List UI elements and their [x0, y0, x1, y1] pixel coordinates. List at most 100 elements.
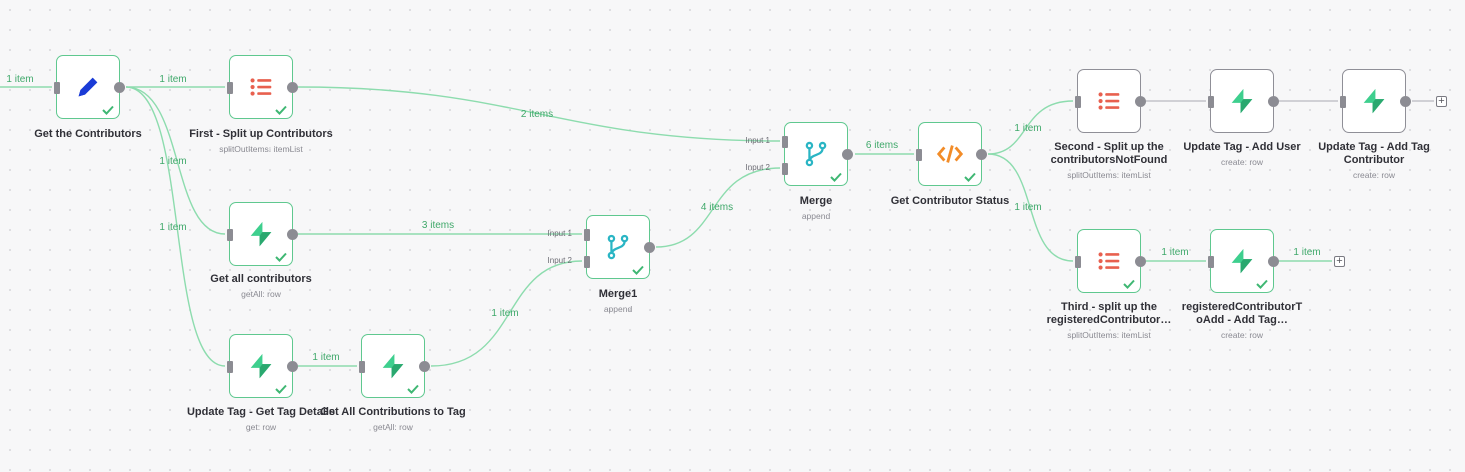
input-handle[interactable]	[1075, 256, 1081, 268]
success-check-icon	[407, 384, 419, 394]
merge1-input-2-label: Input 2	[547, 256, 572, 265]
edge-label-merge1-merge: 4 items	[700, 202, 734, 213]
input-handle[interactable]	[1075, 96, 1081, 108]
node-title: Get the Contributors	[34, 128, 142, 140]
list-icon	[246, 72, 276, 102]
output-handle[interactable]	[976, 149, 987, 160]
node-label-get-contributors: Get the Contributors	[13, 128, 163, 141]
supabase-icon	[246, 219, 276, 249]
output-handle[interactable]	[1135, 96, 1146, 107]
node-subtitle: splitOutItems: itemList	[1067, 330, 1151, 340]
node-subtitle: splitOutItems: itemList	[1067, 170, 1151, 180]
edge-label-registered-out: 1 item	[1293, 247, 1321, 258]
output-handle[interactable]	[1400, 96, 1411, 107]
merge-input-1-label: Input 1	[745, 136, 770, 145]
node-title: Second - Split up the contributorsNotFou…	[1050, 141, 1168, 166]
merge-icon	[801, 139, 831, 169]
success-check-icon	[1123, 279, 1135, 289]
node-title: Get All Contributions to Tag	[320, 406, 466, 418]
input-handle[interactable]	[1208, 256, 1214, 268]
node-get-all-contributions[interactable]	[359, 334, 430, 398]
input-handle[interactable]	[359, 361, 365, 373]
success-check-icon	[102, 105, 114, 115]
node-update-tag-add-contributor[interactable]	[1340, 69, 1411, 133]
output-handle[interactable]	[1268, 96, 1279, 107]
node-update-tag-get[interactable]	[227, 334, 298, 398]
merge1-input-1-label: Input 1	[547, 229, 572, 238]
list-icon	[1094, 246, 1124, 276]
node-third-split[interactable]	[1075, 229, 1146, 293]
output-handle[interactable]	[287, 82, 298, 93]
output-handle[interactable]	[287, 229, 298, 240]
success-check-icon	[964, 172, 976, 182]
node-subtitle: create: row	[1220, 330, 1264, 340]
input-handle[interactable]	[54, 82, 60, 94]
edge-label-update-contributions: 1 item	[312, 352, 340, 363]
pencil-icon	[73, 72, 103, 102]
node-get-all-contributors[interactable]	[227, 202, 298, 266]
success-check-icon	[275, 105, 287, 115]
edge-status-to-third-split	[987, 153, 1074, 262]
code-icon	[935, 139, 965, 169]
node-subtitle: create: row	[1352, 170, 1396, 180]
output-handle[interactable]	[114, 82, 125, 93]
input-handle[interactable]	[1208, 96, 1214, 108]
input-handle[interactable]	[227, 229, 233, 241]
node-title: Third - split up the registeredContribut…	[1046, 301, 1172, 326]
add-node-button[interactable]: +	[1436, 96, 1447, 107]
node-first-split[interactable]	[227, 55, 298, 119]
node-label-update-tag-add-contributor: Update Tag - Add Tag Contributor create: …	[1304, 141, 1444, 182]
input-handle-2[interactable]	[782, 163, 788, 175]
node-title: registeredContributorT oAdd - Add Tag…	[1181, 301, 1303, 326]
edge-label-contributors-first: 1 item	[159, 74, 187, 85]
input-handle[interactable]	[227, 361, 233, 373]
node-title: Update Tag - Get Tag Details	[186, 406, 336, 418]
edge-contributions-to-merge1	[430, 260, 583, 367]
edge-contributors-to-update-tag	[125, 86, 226, 367]
output-handle[interactable]	[419, 361, 430, 372]
node-subtitle: getAll: row	[241, 289, 281, 299]
output-handle[interactable]	[842, 149, 853, 160]
edge-first-split-to-merge	[297, 86, 781, 142]
node-title: Merge1	[598, 288, 638, 300]
success-check-icon	[275, 252, 287, 262]
input-handle-2[interactable]	[584, 256, 590, 268]
node-get-contributors[interactable]	[54, 55, 125, 119]
input-handle-1[interactable]	[584, 229, 590, 241]
supabase-icon	[1227, 86, 1257, 116]
node-subtitle: get: row	[245, 422, 277, 432]
node-registered-add[interactable]	[1208, 229, 1279, 293]
node-merge1[interactable]	[584, 215, 655, 279]
edge-label-merge-status: 6 items	[865, 140, 899, 151]
node-get-contributor-status[interactable]	[916, 122, 987, 186]
success-check-icon	[632, 265, 644, 275]
success-check-icon	[275, 384, 287, 394]
edge-label-contributors-update: 1 item	[159, 222, 187, 233]
node-update-tag-add-user[interactable]	[1208, 69, 1279, 133]
node-second-split[interactable]	[1075, 69, 1146, 133]
input-handle[interactable]	[916, 149, 922, 161]
edge-label-incoming: 1 item	[6, 74, 34, 85]
output-handle[interactable]	[644, 242, 655, 253]
edge-status-to-second-split	[987, 100, 1074, 155]
node-title: Get Contributor Status	[890, 195, 1010, 207]
output-handle[interactable]	[1135, 256, 1146, 267]
supabase-icon	[378, 351, 408, 381]
add-node-button[interactable]: +	[1334, 256, 1345, 267]
output-handle[interactable]	[287, 361, 298, 372]
list-icon	[1094, 86, 1124, 116]
input-handle-1[interactable]	[782, 136, 788, 148]
edge-merge1-to-merge	[655, 167, 781, 248]
node-merge[interactable]	[782, 122, 853, 186]
input-handle[interactable]	[227, 82, 233, 94]
input-handle[interactable]	[1340, 96, 1346, 108]
node-title: First - Split up Contributors	[189, 128, 333, 140]
output-handle[interactable]	[1268, 256, 1279, 267]
node-title: Update Tag - Add Tag Contributor	[1318, 141, 1430, 166]
node-label-second-split: Second - Split up the contributorsNotFou…	[1034, 141, 1184, 182]
